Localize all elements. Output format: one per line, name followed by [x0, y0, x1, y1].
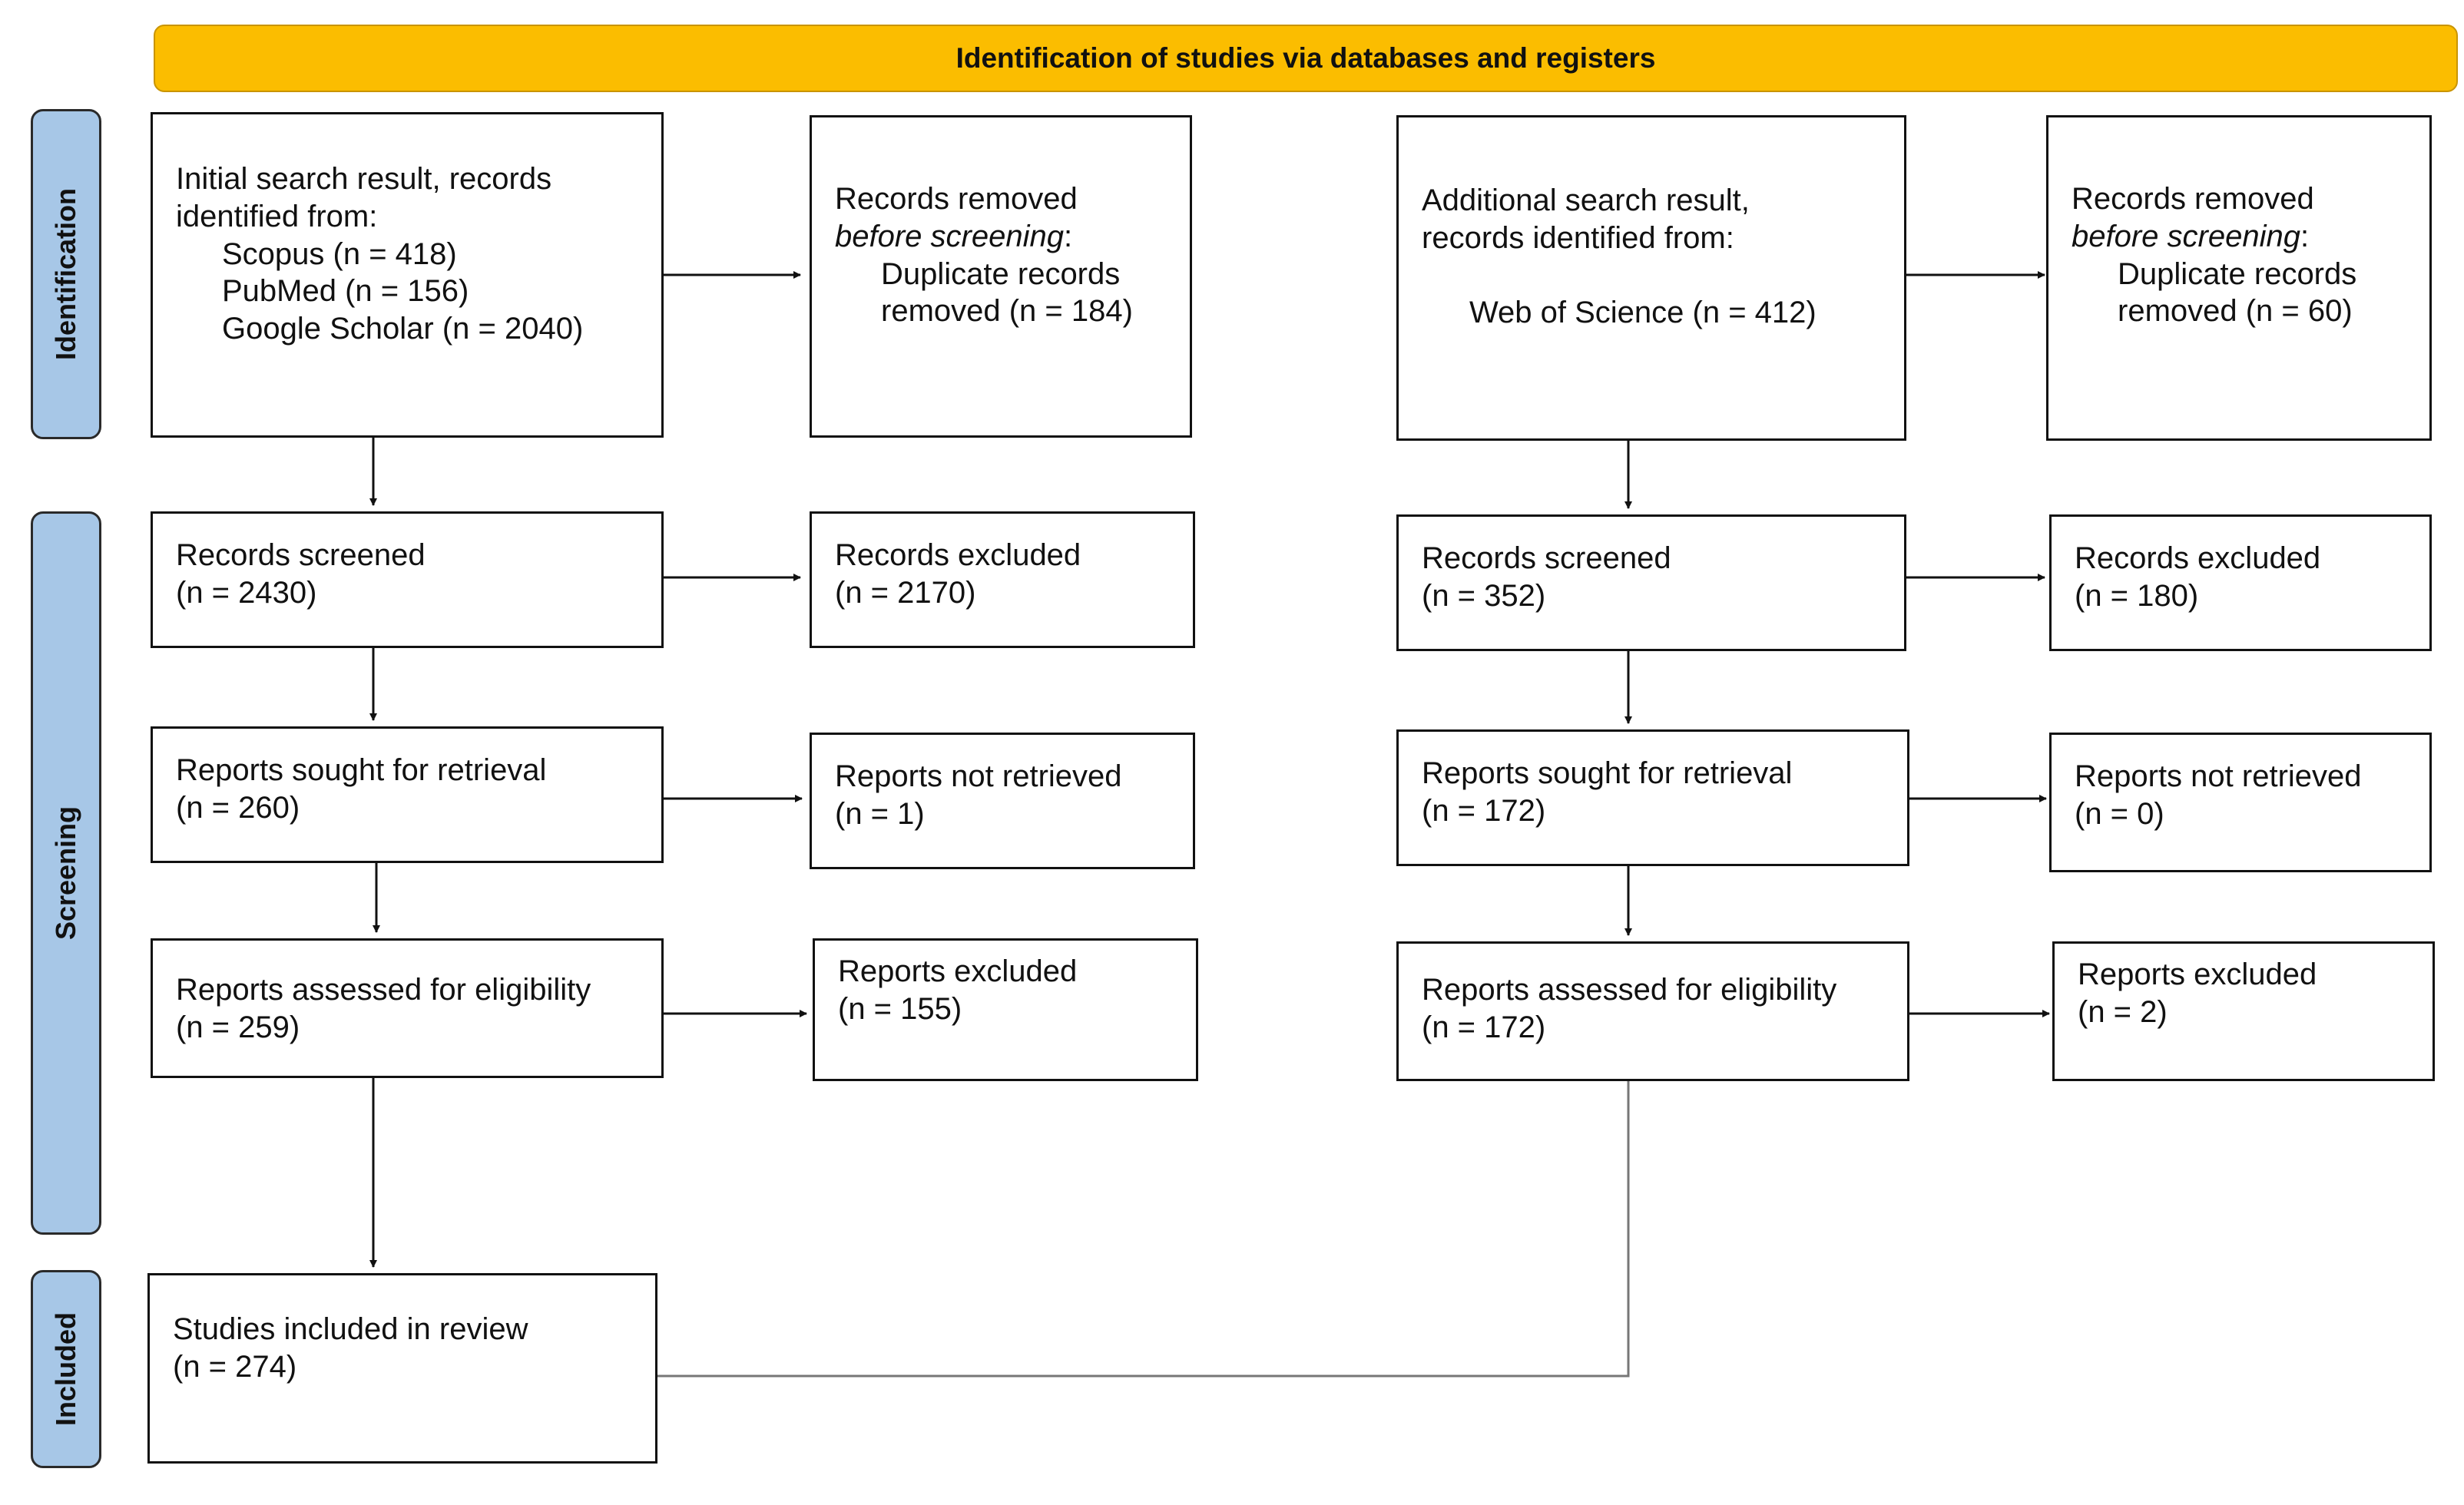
left-removed-italic: before screening [835, 219, 1064, 253]
right-excluded-box: Records excluded (n = 180) [2049, 514, 2432, 651]
right-not-retrieved-count: (n = 0) [2075, 796, 2164, 831]
right-removed-line1: Records removed [2072, 182, 2314, 216]
left-excluded-count: (n = 2170) [835, 575, 976, 610]
source-scopus: Scopus (n = 418) [222, 237, 457, 271]
right-screened-count: (n = 352) [1422, 578, 1546, 613]
left-assessed-box: Reports assessed for eligibility (n = 25… [151, 938, 664, 1078]
right-reports-excluded-box: Reports excluded (n = 2) [2052, 941, 2435, 1081]
phase-included: Included [31, 1270, 101, 1468]
right-assessed-count: (n = 172) [1422, 1010, 1546, 1044]
right-removed-line3: Duplicate records [2118, 256, 2357, 291]
right-identified-line2: records identified from: [1422, 220, 1734, 255]
included-count: (n = 274) [173, 1349, 297, 1384]
right-removed-italic: before screening [2072, 219, 2300, 253]
phase-identification: Identification [31, 109, 101, 439]
right-screened-label: Records screened [1422, 541, 1671, 575]
right-sought-box: Reports sought for retrieval (n = 172) [1396, 729, 1909, 866]
left-not-retrieved-box: Reports not retrieved (n = 1) [810, 733, 1195, 869]
left-excluded-box: Records excluded (n = 2170) [810, 511, 1195, 648]
right-not-retrieved-label: Reports not retrieved [2075, 759, 2362, 793]
right-removed-line4: removed (n = 60) [2118, 294, 2353, 329]
left-removed-line1: Records removed [835, 182, 1078, 216]
left-excluded-label: Records excluded [835, 538, 1081, 572]
left-reports-excluded-count: (n = 155) [838, 991, 962, 1026]
right-assessed-label: Reports assessed for eligibility [1422, 973, 1837, 1007]
left-assessed-label: Reports assessed for eligibility [176, 973, 591, 1007]
left-identified-box: Initial search result, records identifie… [151, 112, 664, 438]
right-reports-excluded-count: (n = 2) [2078, 994, 2168, 1029]
left-sought-count: (n = 260) [176, 790, 300, 825]
source-google-scholar: Google Scholar (n = 2040) [222, 312, 584, 346]
phase-identification-label: Identification [50, 188, 81, 360]
right-assessed-box: Reports assessed for eligibility (n = 17… [1396, 941, 1909, 1081]
right-identified-line1: Additional search result, [1422, 184, 1750, 217]
right-identified-gap [1422, 257, 1883, 294]
right-removed-line2: before screening: [2072, 218, 2408, 256]
right-reports-excluded-label: Reports excluded [2078, 958, 2317, 991]
left-assessed-count: (n = 259) [176, 1010, 300, 1044]
arrow-right-assessed-to-included [649, 1080, 1630, 1380]
phase-included-label: Included [50, 1312, 81, 1427]
right-not-retrieved-box: Reports not retrieved (n = 0) [2049, 733, 2432, 872]
included-box: Studies included in review (n = 274) [147, 1273, 657, 1464]
left-not-retrieved-label: Reports not retrieved [835, 759, 1122, 793]
left-not-retrieved-count: (n = 1) [835, 796, 925, 831]
left-removed-line2: before screening: [835, 218, 1168, 256]
left-sought-label: Reports sought for retrieval [176, 753, 547, 787]
right-removed-colon: : [2300, 219, 2310, 253]
left-reports-excluded-label: Reports excluded [838, 954, 1078, 988]
left-removed-box: Records removed before screening: Duplic… [810, 115, 1192, 438]
left-screened-box: Records screened (n = 2430) [151, 511, 664, 648]
right-screened-box: Records screened (n = 352) [1396, 514, 1906, 651]
left-removed-colon: : [1063, 219, 1073, 253]
right-excluded-label: Records excluded [2075, 541, 2321, 575]
left-sought-box: Reports sought for retrieval (n = 260) [151, 726, 664, 863]
source-pubmed: PubMed (n = 156) [222, 274, 469, 309]
header-bar: Identification of studies via databases … [154, 25, 2458, 92]
left-removed-line4: removed (n = 184) [881, 294, 1133, 329]
phase-screening-label: Screening [50, 805, 81, 941]
right-removed-box: Records removed before screening: Duplic… [2046, 115, 2432, 441]
left-screened-count: (n = 2430) [176, 575, 317, 610]
left-screened-label: Records screened [176, 538, 426, 572]
left-removed-line3: Duplicate records [881, 256, 1121, 291]
left-identified-line2: identified from: [176, 199, 378, 233]
left-identified-line1: Initial search result, records [176, 162, 552, 196]
right-sought-label: Reports sought for retrieval [1422, 756, 1793, 790]
right-sought-count: (n = 172) [1422, 793, 1546, 828]
right-excluded-count: (n = 180) [2075, 578, 2199, 613]
included-label: Studies included in review [173, 1312, 528, 1346]
source-web-of-science: Web of Science (n = 412) [1469, 295, 1817, 329]
left-reports-excluded-box: Reports excluded (n = 155) [813, 938, 1198, 1081]
phase-screening: Screening [31, 511, 101, 1235]
right-identified-box: Additional search result, records identi… [1396, 115, 1906, 441]
